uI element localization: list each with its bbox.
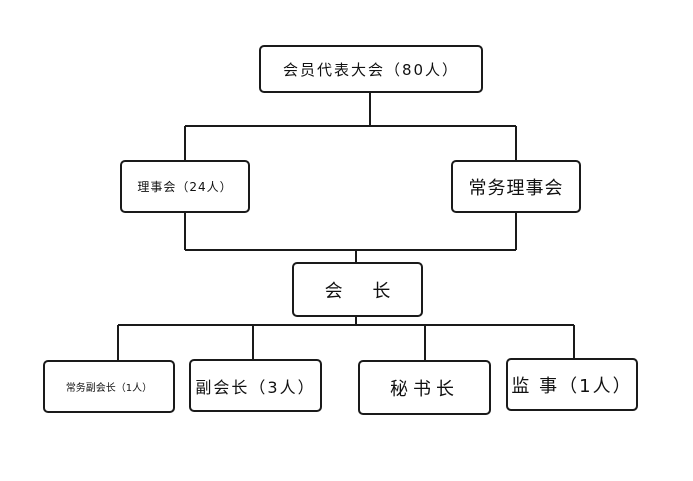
node-vice-president: 副会长（3人） bbox=[189, 359, 322, 412]
node-label: 会 长 bbox=[324, 280, 403, 302]
node-supervisor: 监 事（1人） bbox=[506, 358, 638, 411]
node-council: 理事会（24人） bbox=[120, 160, 250, 213]
node-secretary-general: 秘书长 bbox=[358, 360, 491, 415]
node-label: 会员代表大会（80人） bbox=[282, 60, 460, 79]
node-president: 会 长 bbox=[292, 262, 423, 317]
node-label: 监 事（1人） bbox=[511, 375, 633, 397]
node-label: 常务理事会 bbox=[468, 177, 564, 199]
node-executive-vice-president: 常务副会长（1人） bbox=[43, 360, 175, 413]
node-label: 秘书长 bbox=[390, 378, 459, 400]
node-label: 常务副会长（1人） bbox=[65, 383, 153, 394]
node-member-assembly: 会员代表大会（80人） bbox=[259, 45, 483, 93]
node-label: 副会长（3人） bbox=[195, 377, 316, 397]
node-label: 理事会（24人） bbox=[137, 180, 233, 194]
node-standing-council: 常务理事会 bbox=[451, 160, 581, 213]
